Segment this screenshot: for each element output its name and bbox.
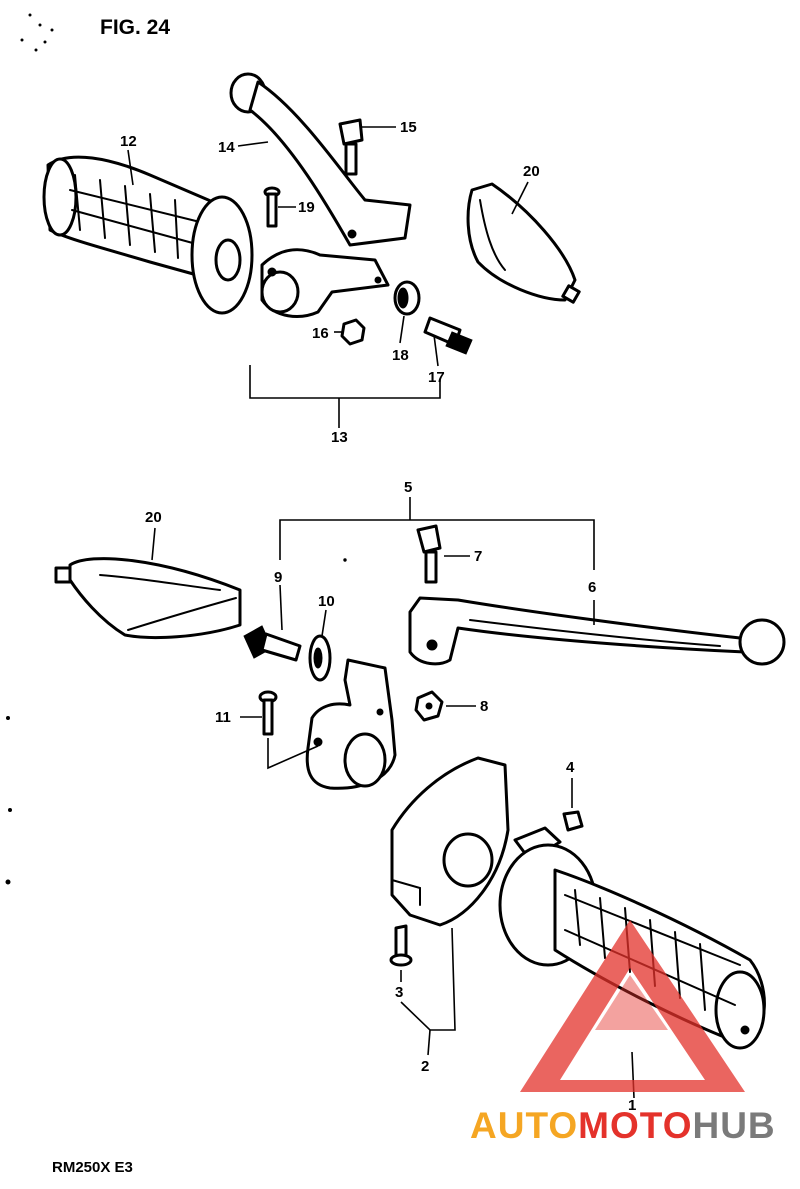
lever-part-6 <box>408 596 786 666</box>
callout-4: 4 <box>566 759 575 776</box>
screw-part-3 <box>389 924 413 967</box>
scan-speckles <box>5 13 347 885</box>
callout-16: 16 <box>312 325 329 342</box>
callout-20-upper: 20 <box>523 163 540 180</box>
callout-5: 5 <box>404 479 412 496</box>
group-bracket-5 <box>279 497 595 570</box>
screw-part-19 <box>263 186 281 228</box>
lever-cover-part-20-lower <box>54 557 242 639</box>
adjuster-bolt-part-17 <box>423 316 473 355</box>
collar-part-4 <box>562 810 584 832</box>
figure-title: FIG. 24 <box>100 16 170 39</box>
callout-20-lower: 20 <box>145 509 162 526</box>
callout-3: 3 <box>395 984 403 1001</box>
watermark-text: AUTOMOTOHUB <box>470 1105 776 1146</box>
upper-leaders <box>127 126 529 428</box>
callout-13: 13 <box>331 429 348 446</box>
automotohub-logo <box>520 920 745 1092</box>
callout-12: 12 <box>120 133 137 150</box>
throttle-housing-part-2 <box>390 756 510 927</box>
lever-part-14 <box>229 72 412 247</box>
screw-part-11 <box>258 690 278 736</box>
bolt-part-9 <box>243 625 302 662</box>
callout-9: 9 <box>274 569 282 586</box>
callout-8: 8 <box>480 698 488 715</box>
pivot-bolt-part-15 <box>338 118 364 176</box>
lever-holder-part-13 <box>260 248 390 318</box>
nut-part-16 <box>340 318 366 346</box>
callout-11: 11 <box>215 709 231 726</box>
lever-cover-part-20-upper <box>466 182 581 304</box>
nut-part-8 <box>414 690 444 722</box>
callout-18: 18 <box>392 347 409 364</box>
callout-10: 10 <box>318 593 335 610</box>
callout-19: 19 <box>298 199 315 216</box>
pivot-bolt-part-7 <box>416 524 442 584</box>
callout-14: 14 <box>218 139 235 156</box>
adjuster-ring-part-18 <box>393 280 421 316</box>
callout-2: 2 <box>421 1058 429 1075</box>
callout-7: 7 <box>474 548 482 565</box>
model-code: RM250X E3 <box>52 1159 133 1176</box>
lever-holder-lower <box>305 658 397 790</box>
callout-6: 6 <box>588 579 596 596</box>
callout-15: 15 <box>400 119 417 136</box>
callout-17: 17 <box>428 369 445 386</box>
washer-part-10 <box>308 634 332 682</box>
grip-left-part-12 <box>42 155 254 315</box>
callout-1: 1 <box>628 1097 636 1114</box>
